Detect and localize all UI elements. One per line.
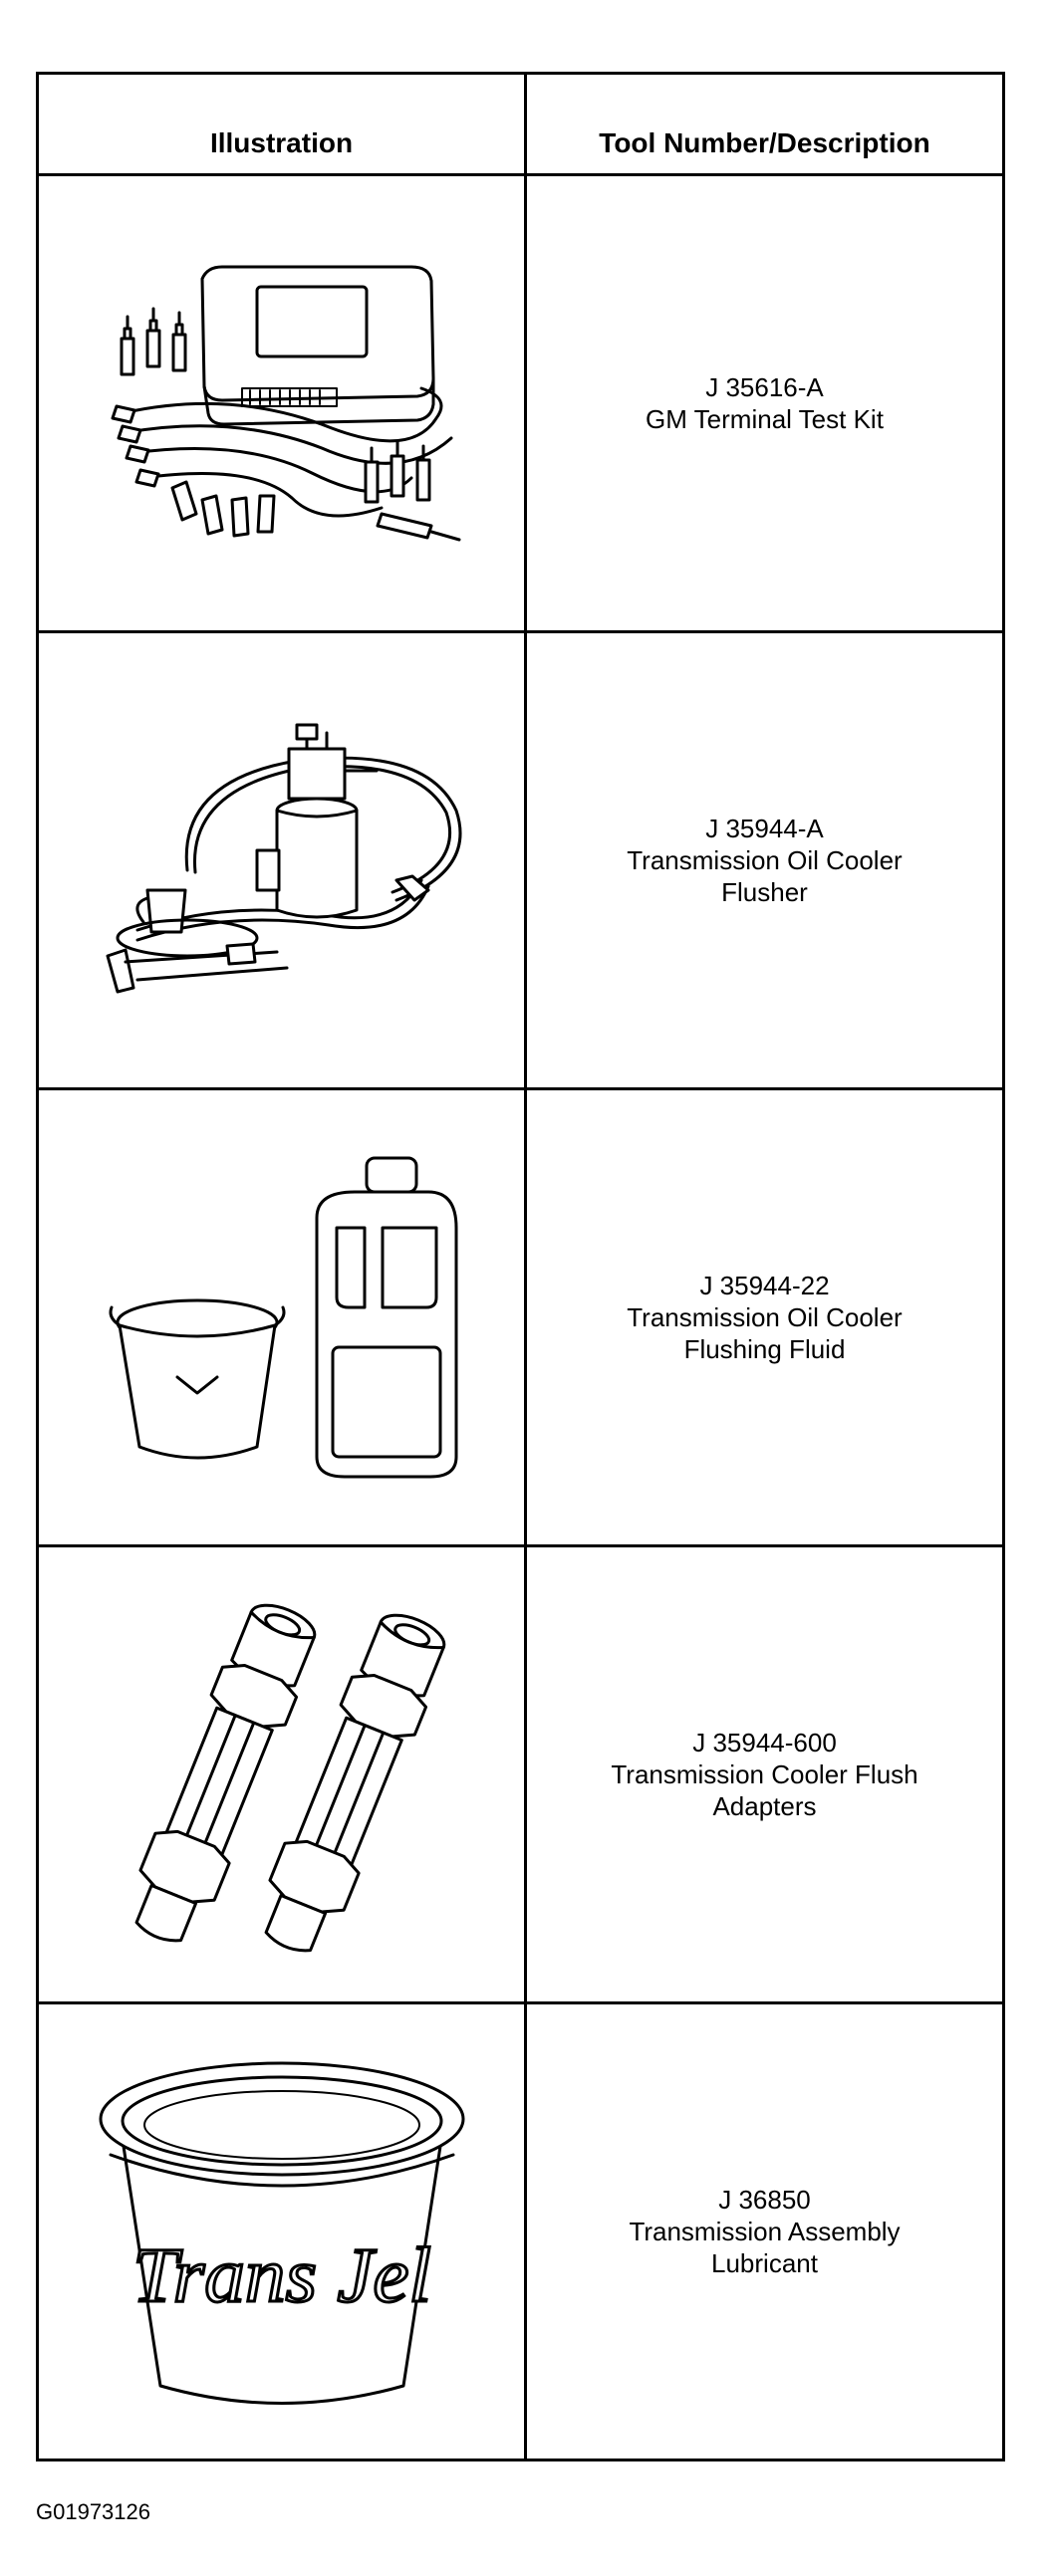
assembly-lubricant-tub-illustration: Trans Jel	[99, 2061, 464, 2405]
tool-description-line: GM Terminal Test Kit	[646, 404, 884, 435]
tool-description-line: Flushing Fluid	[683, 1334, 846, 1365]
table-row: J 35944-600 Transmission Cooler Flush Ad…	[36, 1544, 1005, 2005]
tool-description-cell: J 36850 Transmission Assembly Lubricant	[524, 2001, 1005, 2461]
tool-description-line: Transmission Oil Cooler	[627, 1302, 903, 1333]
illustration-cell: Trans Jel	[36, 2001, 527, 2461]
tool-description-cell: J 35944-600 Transmission Cooler Flush Ad…	[524, 1544, 1005, 2005]
illustration-cell	[36, 1087, 527, 1548]
illustration-cell	[36, 630, 527, 1091]
tool-number: J 36850	[718, 2185, 811, 2215]
table-row: J 35944-A Transmission Oil Cooler Flushe…	[36, 630, 1005, 1091]
table-header-row: Illustration Tool Number/Description	[36, 71, 1005, 177]
tool-description-cell: J 35944-A Transmission Oil Cooler Flushe…	[524, 630, 1005, 1091]
flushing-fluid-illustration	[109, 1156, 457, 1479]
figure-code: G01973126	[36, 2499, 150, 2524]
oil-cooler-flusher-illustration	[106, 723, 461, 994]
tool-number: J 35944-22	[699, 1271, 830, 1301]
description-column-header: Tool Number/Description	[524, 71, 1005, 177]
tool-description-line: Flusher	[721, 877, 808, 908]
flush-adapters-illustration	[134, 1603, 445, 1953]
tool-description-line: Lubricant	[711, 2248, 818, 2278]
tool-number: J 35616-A	[705, 372, 824, 403]
tool-table: Illustration Tool Number/Description	[36, 71, 1005, 2461]
tool-description-line: Transmission Oil Cooler	[627, 845, 903, 876]
tool-description-cell: J 35944-22 Transmission Oil Cooler Flush…	[524, 1087, 1005, 1548]
tool-description-cell: J 35616-A GM Terminal Test Kit	[524, 173, 1005, 634]
tool-description-line: Adapters	[712, 1791, 817, 1822]
tool-number: J 35944-A	[705, 814, 824, 844]
tool-description-line: Transmission Assembly	[629, 2217, 901, 2246]
table-row: Trans Jel J 36850 Transmission Assembly …	[36, 2001, 1005, 2461]
tool-description-line: Transmission Cooler Flush	[611, 1759, 918, 1790]
illustration-column-header: Illustration	[36, 71, 527, 177]
table-row: J 35944-22 Transmission Oil Cooler Flush…	[36, 1087, 1005, 1548]
tool-number: J 35944-600	[692, 1728, 837, 1758]
illustration-cell	[36, 173, 527, 634]
tub-brand-label: Trans Jel	[132, 2231, 431, 2318]
table-row: J 35616-A GM Terminal Test Kit	[36, 173, 1005, 634]
terminal-test-kit-illustration	[111, 265, 460, 542]
illustration-cell	[36, 1544, 527, 2005]
